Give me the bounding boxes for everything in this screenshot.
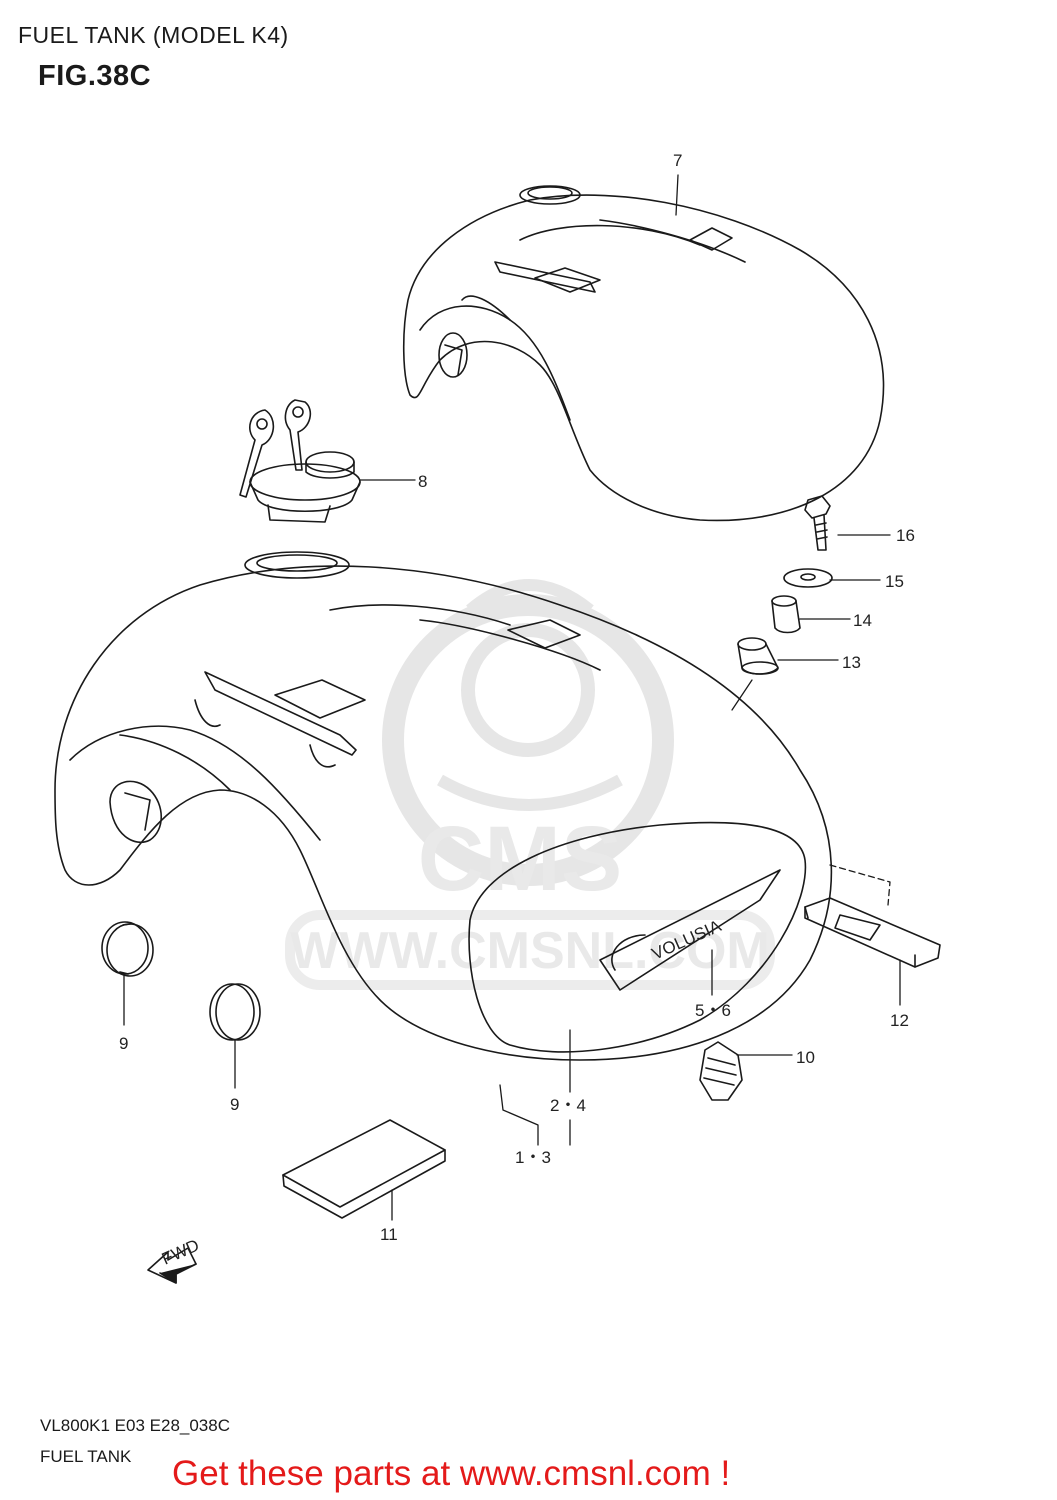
fuel-tank-part-7 (402, 185, 885, 522)
callout-2-4: 2・4 (550, 1096, 586, 1115)
diagram-code: VL800K1 E03 E28_038C (40, 1416, 230, 1435)
callout-1-3: 1・3 (515, 1148, 551, 1167)
cushion-part-13 (737, 637, 779, 675)
callout-9-upper: 9 (119, 1034, 128, 1053)
clip-part-10 (699, 1041, 743, 1101)
callout-labels: 7 8 16 15 14 13 9 9 5・6 12 10 2・4 1・3 11 (119, 151, 915, 1244)
pad-part-12 (804, 897, 941, 968)
promo-link-text[interactable]: Get these parts at www.cmsnl.com ! (172, 1454, 731, 1493)
callout-5-6: 5・6 (695, 1001, 731, 1020)
callout-16: 16 (896, 526, 915, 545)
callout-9-lower: 9 (230, 1095, 239, 1114)
cap-part-9-lower (209, 983, 261, 1041)
callout-8: 8 (418, 472, 427, 491)
watermark-url: WWW.CMSNL.COM (290, 922, 769, 980)
cap-part-9-upper (101, 921, 154, 977)
fwd-arrow-icon (147, 1247, 197, 1284)
watermark-brand: CMS (418, 808, 622, 910)
callout-12: 12 (890, 1011, 909, 1030)
callout-15: 15 (885, 572, 904, 591)
page-title: FUEL TANK (MODEL K4) (18, 22, 289, 48)
callout-11: 11 (380, 1225, 398, 1244)
callout-10: 10 (796, 1048, 815, 1067)
cms-watermark: CMS WWW.CMSNL.COM (285, 579, 775, 990)
callout-14: 14 (853, 611, 872, 630)
figure-number: FIG.38C (38, 60, 152, 92)
callout-7: 7 (673, 151, 682, 170)
part-12-dashed-line (829, 864, 891, 906)
collar-part-14 (771, 595, 801, 634)
fuel-cap-with-keys-part-8 (239, 399, 361, 523)
callout-13: 13 (842, 653, 861, 672)
leader-lines (123, 174, 901, 1221)
sheet-part-11 (282, 1119, 446, 1219)
main-fuel-tank-part-1-3 (54, 551, 833, 1061)
bolt-part-16 (804, 495, 831, 551)
washer-part-15 (783, 568, 833, 588)
diagram-label: FUEL TANK (40, 1447, 132, 1466)
